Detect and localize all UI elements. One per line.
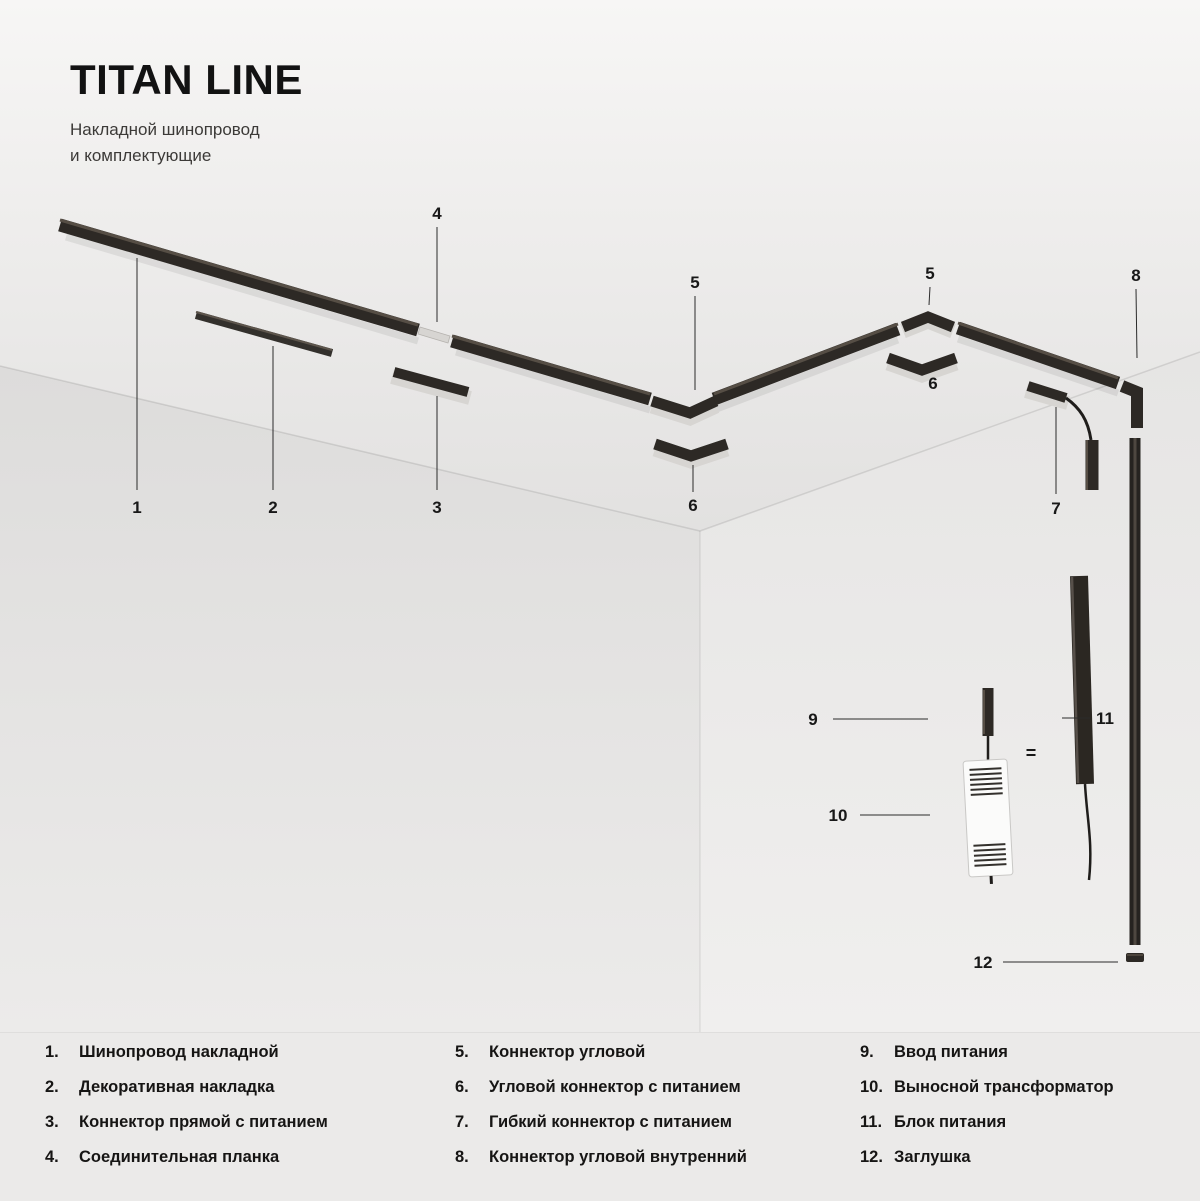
- legend-item-number: 8.: [455, 1148, 489, 1167]
- legend-item-3: 3. Коннектор прямой с питанием: [45, 1113, 328, 1148]
- legend-item-label: Ввод питания: [894, 1043, 1008, 1062]
- legend-item-5: 5. Коннектор угловой: [455, 1043, 747, 1078]
- legend-item-7: 7. Гибкий коннектор с питанием: [455, 1113, 747, 1148]
- legend-column-3: 9. Ввод питания 10. Выносной трансформат…: [860, 1043, 1114, 1183]
- legend-item-label: Блок питания: [894, 1113, 1006, 1132]
- legend-item-label: Коннектор прямой с питанием: [79, 1113, 328, 1132]
- callout-number-7: 7: [1051, 499, 1060, 518]
- legend-item-number: 11.: [860, 1113, 894, 1132]
- transformer: [963, 759, 1013, 885]
- callout-number-10: 10: [829, 806, 848, 825]
- power-feed: [1087, 440, 1092, 490]
- legend-item-number: 10.: [860, 1078, 894, 1097]
- legend-item-label: Соединительная планка: [79, 1148, 279, 1167]
- legend-item-number: 12.: [860, 1148, 894, 1167]
- callout-number-12: 12: [974, 953, 993, 972]
- legend-item-label: Шинопровод накладной: [79, 1043, 279, 1062]
- legend-item-number: 6.: [455, 1078, 489, 1097]
- legend-item-label: Заглушка: [894, 1148, 971, 1167]
- callout-number-5b: 5: [925, 264, 934, 283]
- corner-connector-back: [903, 317, 953, 331]
- callout-number-8: 8: [1131, 266, 1140, 285]
- legend-item-8: 8. Коннектор угловой внутренний: [455, 1148, 747, 1183]
- page-subtitle: Накладной шинопровод и комплектующие: [70, 117, 303, 168]
- equals-sign: =: [1026, 743, 1037, 763]
- legend-item-number: 4.: [45, 1148, 79, 1167]
- callout-number-3: 3: [432, 498, 441, 517]
- callout-number-9: 9: [808, 710, 817, 729]
- legend-item-label: Выносной трансформатор: [894, 1078, 1114, 1097]
- callout-number-5a: 5: [690, 273, 699, 292]
- legend-item-label: Коннектор угловой: [489, 1043, 645, 1062]
- callout-number-4: 4: [432, 204, 442, 223]
- legend-item-label: Декоративная накладка: [79, 1078, 274, 1097]
- subtitle-line-1: Накладной шинопровод: [70, 117, 303, 143]
- legend-item-number: 5.: [455, 1043, 489, 1062]
- callout-number-6b: 6: [928, 374, 937, 393]
- legend-item-6: 6. Угловой коннектор с питанием: [455, 1078, 747, 1113]
- callout-number-2: 2: [268, 498, 277, 517]
- header: TITAN LINE Накладной шинопровод и компле…: [70, 56, 303, 168]
- legend-item-number: 9.: [860, 1043, 894, 1062]
- legend-column-2: 5. Коннектор угловой 6. Угловой коннекто…: [455, 1043, 747, 1183]
- legend-item-number: 1.: [45, 1043, 79, 1062]
- legend-column-1: 1. Шинопровод накладной 2. Декоративная …: [45, 1043, 328, 1183]
- callout-number-6a: 6: [688, 496, 697, 515]
- legend-item-label: Гибкий коннектор с питанием: [489, 1113, 732, 1132]
- legend-item-11: 11. Блок питания: [860, 1113, 1114, 1148]
- legend-item-label: Коннектор угловой внутренний: [489, 1148, 747, 1167]
- legend-item-10: 10. Выносной трансформатор: [860, 1078, 1114, 1113]
- callout-number-11: 11: [1096, 709, 1114, 728]
- legend-item-number: 7.: [455, 1113, 489, 1132]
- legend-item-1: 1. Шинопровод накладной: [45, 1043, 328, 1078]
- legend: 1. Шинопровод накладной 2. Декоративная …: [0, 1032, 1200, 1201]
- legend-item-number: 3.: [45, 1113, 79, 1132]
- page-title: TITAN LINE: [70, 56, 303, 104]
- legend-item-9: 9. Ввод питания: [860, 1043, 1114, 1078]
- legend-item-label: Угловой коннектор с питанием: [489, 1078, 741, 1097]
- end-cap: [1126, 953, 1144, 962]
- callout-number-1: 1: [132, 498, 141, 517]
- legend-item-12: 12. Заглушка: [860, 1148, 1114, 1183]
- subtitle-line-2: и комплектующие: [70, 143, 303, 169]
- legend-item-2: 2. Декоративная накладка: [45, 1078, 328, 1113]
- legend-item-4: 4. Соединительная планка: [45, 1148, 328, 1183]
- legend-item-number: 2.: [45, 1078, 79, 1097]
